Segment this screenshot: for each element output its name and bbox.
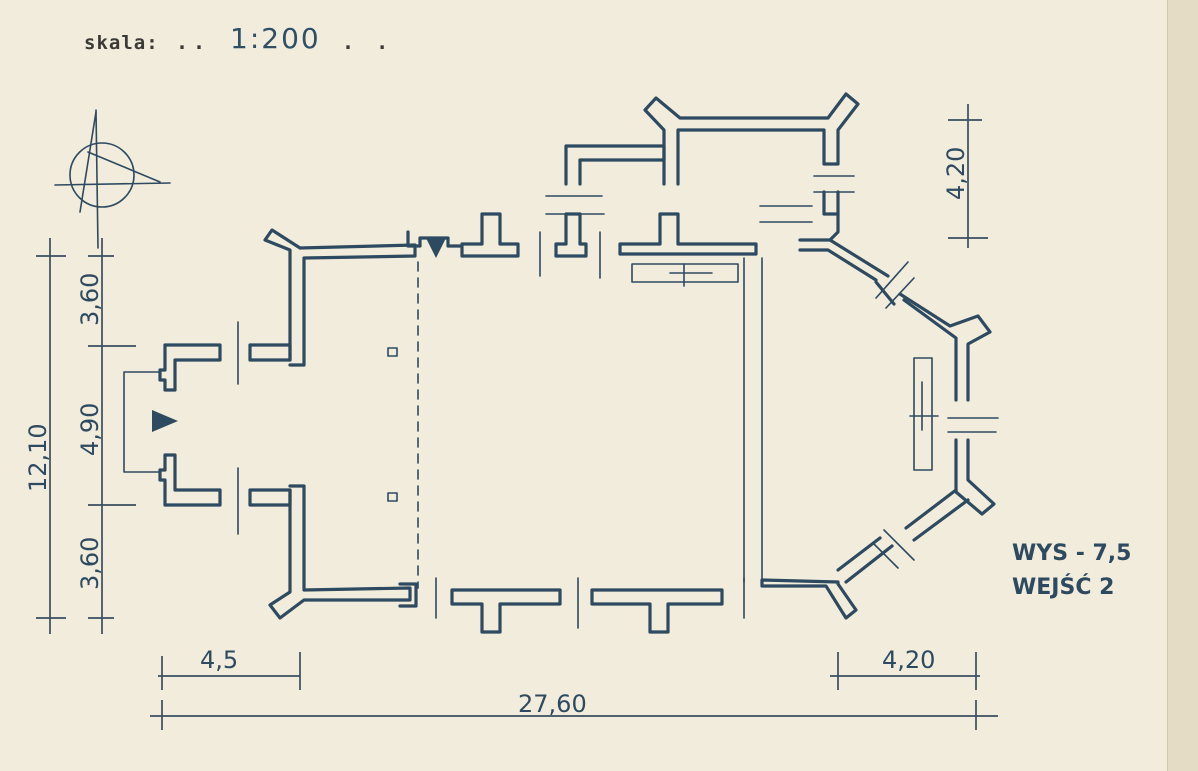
- scale-value: 1:200: [230, 22, 321, 55]
- note-entrances: WEJŚĆ 2: [1012, 574, 1114, 600]
- dim-seg-bottom: 3,60: [76, 537, 104, 590]
- dim-total-height: 12,10: [24, 423, 52, 492]
- note-height: WYS - 7,5: [1012, 541, 1131, 566]
- dim-left-width: 4,5: [200, 646, 238, 674]
- interior-features: [152, 175, 999, 629]
- scale-dots-right: . .: [342, 30, 394, 54]
- scale-label: skala:: [84, 32, 159, 54]
- dimension-lines: [36, 104, 998, 730]
- dim-seg-middle: 4,90: [76, 403, 104, 456]
- scale-dots-left: ..: [176, 30, 211, 54]
- dim-total-length: 27,60: [518, 690, 587, 718]
- dim-seg-top: 3,60: [76, 273, 104, 326]
- dim-right-width: 4,20: [882, 646, 935, 674]
- paper-edge: [1167, 0, 1198, 771]
- building-walls: [123, 92, 996, 634]
- dim-top-right: 4,20: [942, 147, 970, 200]
- north-arrow-icon: [54, 109, 171, 249]
